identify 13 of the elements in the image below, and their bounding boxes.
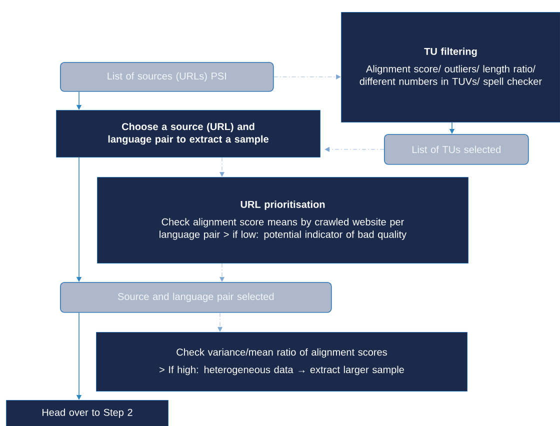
process-box: Check variance/mean ratio of alignment scores > If high: heterogeneous data → extract larger sample [96,332,468,392]
arrow [218,312,222,332]
arrow [220,157,224,177]
list-box: List of TUs selected [384,134,529,165]
arrow [274,74,341,80]
list-box: List of sources (URLs) PSI [60,62,274,92]
process-box: TU filtering Alignment score/ outliers/ length ratio/ different numbers in TUVs/ spell checker [341,12,560,122]
process-box: Head over to Step 2 [6,400,168,426]
process-box: URL prioritisation Check alignment score means by crawled website per language pair > if low: potential indicator of bad quality [97,177,468,264]
process-box: Choose a source (URL) and language pair to extract a sample [56,110,320,158]
arrow [324,146,384,152]
list-box: Source and language pair selected [60,282,332,313]
arrow [220,263,224,282]
